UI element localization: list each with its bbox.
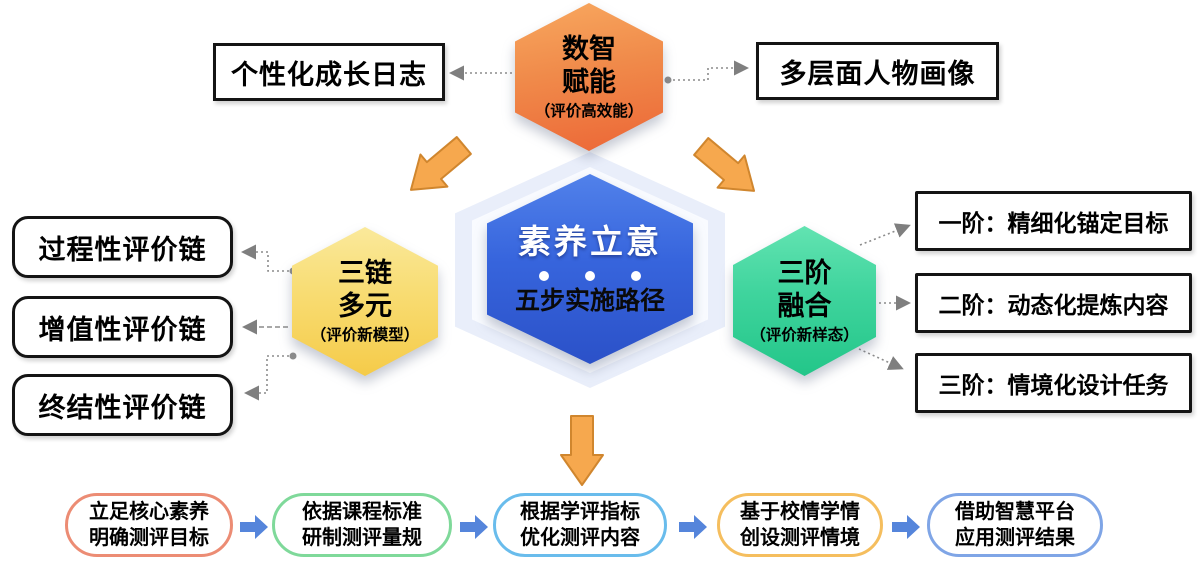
right-arrow-icon	[679, 515, 707, 539]
connector-dot-top-right	[664, 76, 672, 84]
ellipsis-dots-icon	[539, 271, 641, 281]
box-summative-chain: 终结性评价链	[12, 374, 233, 436]
flow-step-1-line1: 立足核心素养	[89, 501, 209, 523]
flow-step-5: 借助智慧平台 应用测评结果	[927, 493, 1103, 557]
flow-step-4: 基于校情学情 创设测评情境	[717, 493, 883, 557]
box-stage-2: 二阶：动态化提炼内容	[915, 273, 1192, 333]
hexagon-top-line2: 赋能	[562, 66, 616, 97]
flow-step-3: 根据学评指标 优化测评内容	[493, 493, 667, 557]
hexagon-right-line1: 三阶	[777, 257, 832, 288]
connector-top-right	[673, 60, 750, 81]
flow-step-4-line1: 基于校情学情	[740, 501, 860, 523]
dot-icon	[585, 271, 595, 281]
flow-step-1: 立足核心素养 明确测评目标	[65, 493, 233, 557]
right-arrow-icon	[460, 515, 488, 539]
box-process-chain: 过程性评价链	[12, 216, 233, 278]
flow-step-5-line2: 应用测评结果	[955, 527, 1075, 549]
box-stage-1: 一阶：精细化锚定目标	[915, 191, 1192, 251]
center-title: 素养立意	[518, 223, 662, 260]
flow-step-2-line2: 研制测评量规	[302, 527, 422, 549]
hexagon-left-line1: 三链	[338, 258, 392, 288]
box-stage-3: 三阶：情境化设计任务	[915, 353, 1192, 413]
flow-step-2: 依据课程标准 研制测评量规	[272, 493, 452, 557]
hexagon-core-competency: 素养立意 五步实施路径	[487, 174, 693, 364]
hexagon-three-chains: 三链 多元 （评价新模型）	[292, 227, 438, 376]
right-arrow-icon	[892, 515, 920, 539]
down-arrow-icon	[560, 415, 604, 486]
hexagon-left-subtitle: （评价新模型）	[310, 327, 420, 344]
hexagon-right-line2: 融合	[777, 290, 832, 321]
down-right-arrow-icon	[693, 137, 756, 192]
hexagon-digital-empowerment: 数智 赋能 （评价高效能）	[515, 3, 663, 151]
hexagon-top-subtitle: （评价高效能）	[534, 102, 644, 120]
connector-left-1	[240, 244, 289, 272]
right-arrow-icon	[240, 515, 268, 539]
center-subtitle: 五步实施路径	[514, 287, 665, 315]
hexagon-right-subtitle: （评价新样态）	[750, 326, 859, 344]
hexagon-top-line1: 数智	[562, 33, 616, 64]
flow-step-2-line1: 依据课程标准	[302, 501, 422, 523]
down-left-arrow-icon	[409, 136, 472, 191]
flow-step-3-line2: 优化测评内容	[520, 527, 640, 549]
dot-icon	[539, 271, 549, 281]
hexagon-three-stages: 三阶 融合 （评价新样态）	[733, 226, 876, 376]
box-persona-portrait: 多层面人物画像	[756, 42, 999, 100]
box-value-added-chain: 增值性评价链	[12, 296, 233, 358]
hexagon-left-line2: 多元	[338, 291, 392, 321]
flow-step-3-line1: 根据学评指标	[520, 501, 640, 523]
connector-left-3	[243, 355, 289, 401]
dot-icon	[631, 271, 641, 281]
flow-step-1-line2: 明确测评目标	[89, 527, 209, 549]
box-growth-log: 个性化成长日志	[213, 43, 445, 101]
flow-step-4-line2: 创设测评情境	[740, 527, 860, 549]
flow-step-5-line1: 借助智慧平台	[955, 501, 1075, 523]
